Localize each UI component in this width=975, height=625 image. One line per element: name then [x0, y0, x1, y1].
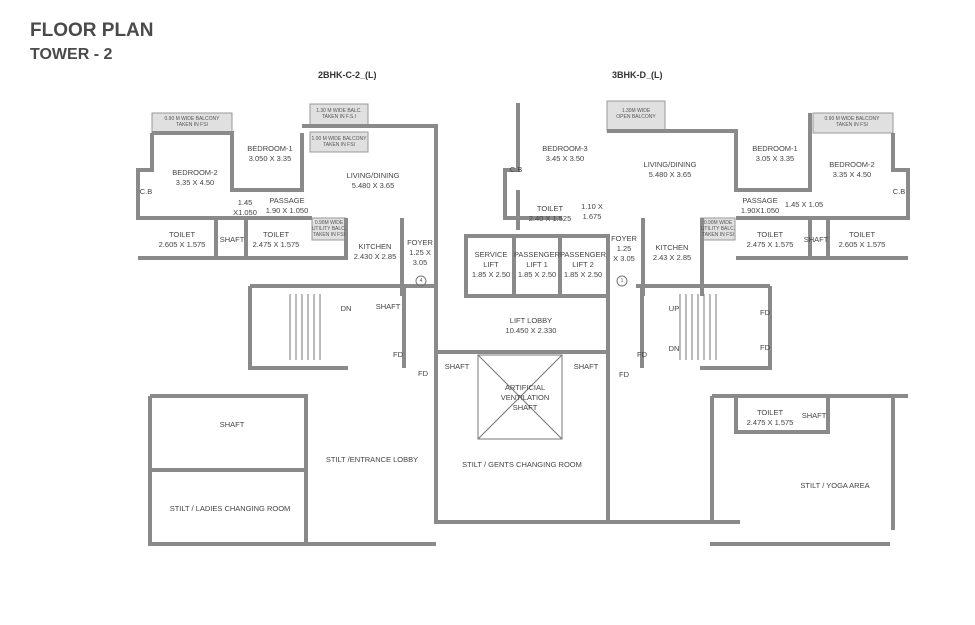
- unit-label-right: 3BHK-D_(L): [612, 70, 663, 80]
- right-foyer: FOYER 1.25 X 3.05: [611, 234, 637, 263]
- passenger-lift-2: PASSENGER LIFT 2 1.85 X 2.50: [559, 250, 607, 279]
- fd-5: FD: [637, 350, 647, 359]
- stair-up-right: UP: [668, 304, 680, 313]
- right-cb-2: C.B: [892, 187, 906, 196]
- right-cb-1: C.B: [509, 165, 523, 174]
- left-bedroom-2: BEDROOM-2 3.35 X 4.50: [172, 168, 218, 187]
- fd-3: FD: [760, 308, 770, 317]
- left-balcony-1: 0.90 M WIDE BALCONY TAKEN IN FSI: [164, 116, 220, 128]
- left-toilet-2: TOILET 2.475 X 1.575: [252, 230, 300, 249]
- page-subtitle: TOWER - 2: [30, 46, 113, 63]
- stilt-gents-changing-room: STILT / GENTS CHANGING ROOM: [462, 460, 582, 469]
- artificial-ventilation-shaft: ARTIFICIAL VENTILATION SHAFT: [500, 383, 550, 412]
- left-balcony-3: 1.00 M WIDE BALCONY TAKEN IN FSI: [311, 136, 367, 148]
- stilt-ladies-changing-room: STILT / LADIES CHANGING ROOM: [169, 504, 291, 513]
- left-toilet-1: TOILET 2.605 X 1.575: [158, 230, 206, 249]
- left-living-dining: LIVING/DINING 5.480 X 3.65: [346, 171, 400, 190]
- right-unit-number: 1: [620, 278, 624, 284]
- fd-4: FD: [760, 343, 770, 352]
- right-dim-2: 1.45 X 1.05: [784, 200, 824, 209]
- right-passage: PASSAGE 1.90X1.050: [740, 196, 780, 215]
- stilt-entrance-lobby: STILT /ENTRANCE LOBBY: [325, 455, 419, 464]
- left-foyer: FOYER 1.25 X 3.05: [407, 238, 433, 267]
- right-toilet-1: TOILET 2.475 X 1.575: [746, 230, 794, 249]
- core-shaft-left: SHAFT: [375, 302, 401, 311]
- left-cb: C.B: [139, 187, 153, 196]
- right-balcony-1: 1.30M WIDE OPEN BALCONY: [616, 108, 656, 120]
- right-toilet-2: TOILET 2.605 X 1.575: [838, 230, 886, 249]
- left-passage: PASSAGE 1.90 X 1.050: [265, 196, 309, 215]
- left-kitchen: KITCHEN 2.430 X 2.85: [353, 242, 397, 261]
- core-shaft-3: SHAFT: [573, 362, 599, 371]
- lift-lobby: LIFT LOBBY 10.450 X 2.330: [505, 316, 557, 335]
- left-shaft: SHAFT: [219, 235, 245, 244]
- left-utility-balcony: 0.90M WIDE UTILITY BALC. TAKEN IN FSI: [311, 220, 347, 238]
- right-utility-balcony: 0.90M WIDE UTILITY BALC. TAKEN IN FSI: [700, 220, 736, 238]
- right-bedroom-1: BEDROOM-1 3.05 X 3.35: [752, 144, 798, 163]
- stair-dn-right: DN: [668, 344, 680, 353]
- stilt-shaft-right: SHAFT: [801, 411, 827, 420]
- unit-label-left: 2BHK-C-2_(L): [318, 70, 377, 80]
- right-bedroom-2: BEDROOM-2 3.35 X 4.50: [829, 160, 875, 179]
- service-lift: SERVICE LIFT 1.85 X 2.50: [471, 250, 511, 279]
- fd-2: FD: [418, 369, 428, 378]
- right-shaft: SHAFT: [803, 235, 829, 244]
- stilt-yoga-area: STILT / YOGA AREA: [800, 481, 870, 490]
- stilt-shaft: SHAFT: [219, 420, 245, 429]
- left-dim: 1.45 X1.050: [233, 198, 257, 217]
- right-bedroom-3: BEDROOM-3 3.45 X 3.50: [542, 144, 588, 163]
- left-unit-number: 4: [419, 278, 423, 284]
- stilt-toilet: TOILET 2.475 X 1.575: [746, 408, 794, 427]
- right-kitchen: KITCHEN 2.43 X 2.85: [652, 243, 692, 262]
- right-dim-1: 1.10 X 1.675: [581, 202, 603, 221]
- stair-dn-left: DN: [340, 304, 352, 313]
- core-shaft-2: SHAFT: [444, 362, 470, 371]
- fd-6: FD: [619, 370, 629, 379]
- passenger-lift-1: PASSENGER LIFT 1 1.85 X 2.50: [513, 250, 561, 279]
- right-living-dining: LIVING/DINING 5.480 X 3.65: [643, 160, 697, 179]
- right-balcony-2: 0.90 M WIDE BALCONY TAKEN IN FSI: [824, 116, 880, 128]
- fd-1: FD: [393, 350, 403, 359]
- left-balcony-2: 1.30 M WIDE BALC. TAKEN IN F.S.I: [316, 108, 362, 120]
- page-title: FLOOR PLAN: [30, 20, 154, 41]
- right-toilet-3: TOILET 2.40 X 1.525: [528, 204, 572, 223]
- left-bedroom-1: BEDROOM-1 3.050 X 3.35: [247, 144, 293, 163]
